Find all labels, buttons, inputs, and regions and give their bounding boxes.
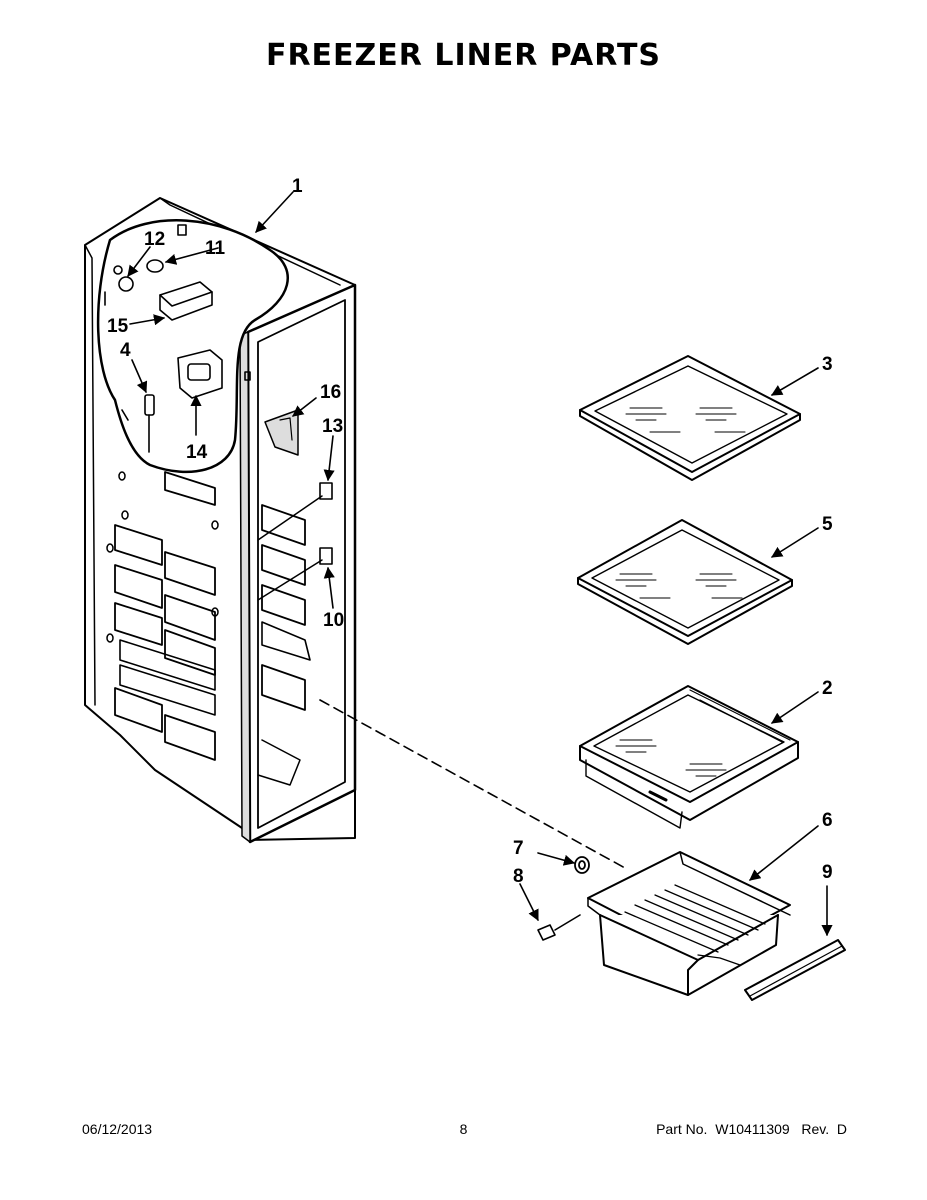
callout-10: 10 xyxy=(323,610,344,631)
callout-3: 3 xyxy=(822,354,833,375)
callout-13: 13 xyxy=(322,416,343,437)
callout-2: 2 xyxy=(822,678,833,699)
leader-lines xyxy=(127,191,833,937)
callout-4: 4 xyxy=(120,340,131,361)
callout-7: 7 xyxy=(513,838,524,859)
callout-16: 16 xyxy=(320,382,341,403)
freezer-drawer-6 xyxy=(587,851,791,996)
freezer-liner xyxy=(84,197,626,869)
glass-shelf-3 xyxy=(579,355,801,481)
callout-14: 14 xyxy=(186,442,208,463)
callout-5: 5 xyxy=(822,514,833,535)
callout-8: 8 xyxy=(513,866,524,887)
callout-15: 15 xyxy=(107,316,129,337)
callout-6: 6 xyxy=(822,810,833,831)
roller-7 xyxy=(574,856,590,874)
glass-shelf-5 xyxy=(577,519,793,645)
callout-1: 1 xyxy=(292,176,303,197)
shelf-assembly-2 xyxy=(579,685,799,829)
footer-part-number: Part No. W10411309 Rev. D xyxy=(656,1121,847,1137)
trim-strip-9 xyxy=(744,939,846,1001)
page-title: FREEZER LINER PARTS xyxy=(265,38,662,73)
footer-date: 06/12/2013 xyxy=(82,1121,153,1137)
screw-8 xyxy=(537,914,581,941)
callout-9: 9 xyxy=(822,862,833,883)
callout-11: 11 xyxy=(205,238,226,259)
callout-12: 12 xyxy=(144,229,165,250)
footer-page-number: 8 xyxy=(459,1121,468,1137)
